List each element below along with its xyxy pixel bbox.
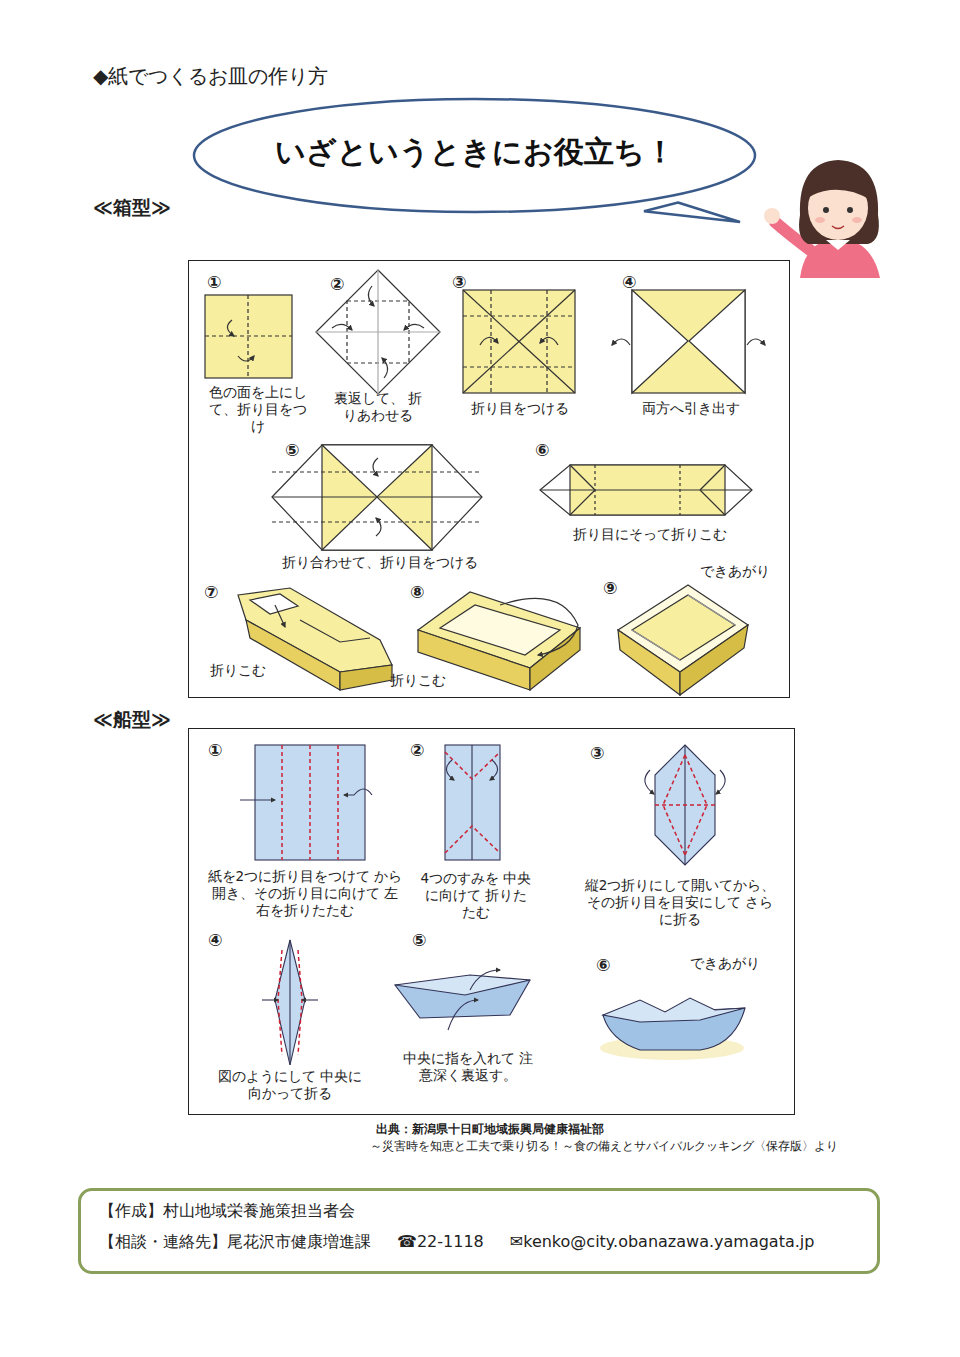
step-caption: 裏返して、 折りあわせる	[330, 390, 426, 424]
bubble-tail	[644, 203, 740, 223]
step-number: ⑥	[535, 440, 549, 461]
step-number: ②	[410, 740, 424, 761]
box-type-panel: ≪箱型≫	[188, 260, 790, 698]
step-caption: 紙を2つに折り目をつけて から開き、その折り目に向けて 左右を折りたたむ	[205, 868, 405, 919]
step-caption: 中央に指を入れて 注意深く裏返す。	[398, 1050, 538, 1084]
page-title: ◆紙でつくるお皿の作り方	[93, 64, 328, 89]
step-number: ③	[452, 272, 466, 293]
step-number: ②	[330, 274, 344, 295]
step-number: ⑤	[412, 930, 426, 951]
step-number: ①	[207, 272, 221, 293]
speech-bubble: いざというときにお役立ち！	[192, 95, 757, 220]
step-caption: 折り目にそって折りこむ	[560, 526, 740, 543]
step-number: ④	[622, 272, 636, 293]
step-caption: 両方へ引き出す	[630, 400, 752, 417]
contact-row: 【相談・連絡先】尾花沢市健康増進課 ☎22-1118 ✉kenko@city.oba…	[99, 1232, 859, 1253]
contact-text: ☎22-1118	[397, 1232, 484, 1253]
contact-box: 【作成】村山地域栄養施策担当者会【相談・連絡先】尾花沢市健康増進課 ☎22-111…	[78, 1188, 880, 1274]
step-number: ①	[208, 740, 222, 761]
step-number: ⑨	[603, 578, 617, 599]
credit-text: 【作成】村山地域栄養施策担当者会	[99, 1201, 859, 1222]
step-caption: 折り合わせて、折り目をつける	[270, 554, 490, 571]
step-number: ⑧	[410, 582, 424, 603]
step-caption: 折りこむ	[390, 672, 460, 689]
step-number: ④	[208, 930, 222, 951]
step-number: ⑥	[596, 955, 610, 976]
contact-text: 【相談・連絡先】尾花沢市健康増進課	[99, 1232, 371, 1253]
bubble-text: いざというときにお役立ち！	[275, 132, 675, 173]
step-number: 出典：新潟県十日町地域振興局健康福祉部	[376, 1122, 604, 1136]
section-heading: ≪船型≫	[93, 707, 171, 733]
bubble-ellipse	[194, 99, 755, 212]
contact-text: ✉kenko@city.obanazawa.yamagata.jp	[510, 1232, 815, 1253]
box-fold-figures	[205, 270, 765, 695]
step-caption: できあがり	[680, 955, 770, 972]
step-caption: 4つのすみを 中央に向けて 折りたたむ	[420, 870, 532, 921]
step-caption: できあがり	[690, 563, 780, 580]
step-number: ③	[590, 743, 604, 764]
step-caption: 折りこむ	[210, 662, 280, 679]
step-number: ⑦	[204, 582, 218, 603]
step-caption: 色の面を上にし て、折り目をつけ	[203, 384, 313, 435]
step-caption: 縦2つ折りにして開いてから、 その折り目を目安にして さらに折る	[580, 877, 780, 928]
step-caption: 図のようにして 中央に向かって折る	[215, 1068, 365, 1102]
step-caption: ～災害時を知恵と工夫で乗り切る！～食の備えとサバイバルクッキング〈保存版〉より	[370, 1139, 838, 1153]
step-caption: 折り目をつける	[462, 400, 578, 417]
section-heading: ≪箱型≫	[93, 195, 171, 221]
step-number: ⑤	[285, 440, 299, 461]
